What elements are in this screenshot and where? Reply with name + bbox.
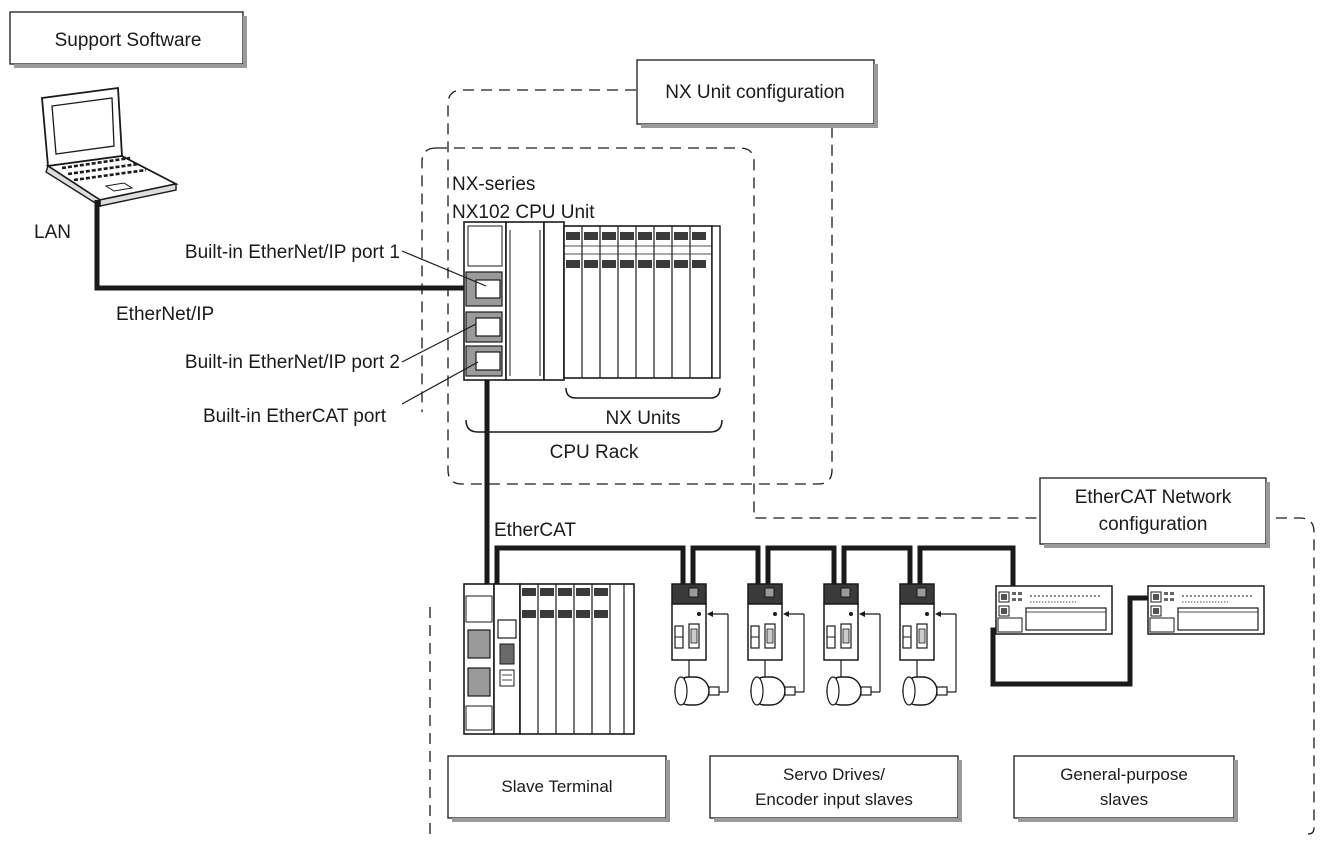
ethernet-ip-cable [94,200,487,291]
support-software-callout: Support Software [9,11,247,68]
nx-unit-configuration-label: NX Unit configuration [665,82,845,103]
ethercat-network-label-line2: configuration [1099,514,1208,535]
slave-terminal-box: Slave Terminal [447,755,670,822]
general-purpose-slave-2 [1147,585,1265,635]
general-purpose-label-line2: slaves [1100,790,1148,809]
port1-label: Built-in EtherNet/IP port 1 [185,242,400,263]
cpu-series-label: NX-series [452,174,535,195]
port2-label: Built-in EtherNet/IP port 2 [185,352,400,373]
servo-drive-1 [671,583,729,706]
support-software-label: Support Software [55,30,202,51]
laptop-icon [41,86,179,208]
general-purpose-slaves-box: General-purpose slaves [1013,755,1238,822]
port-leader-lines [401,250,487,405]
servo-drives-label-line2: Encoder input slaves [755,790,913,809]
servo-drive-4 [899,583,957,706]
ethercat-network-label-line1: EtherCAT Network [1075,487,1232,508]
general-purpose-label-line1: General-purpose [1060,765,1188,784]
nx102-cpu-unit [463,221,545,381]
nx-unit-configuration-callout: NX Unit configuration [636,59,878,128]
servo-drive-2 [747,583,805,706]
ethernet-ip-port-1 [465,271,503,307]
nx-units-on-cpu-rack [543,221,721,381]
ethernet-ip-port-2 [465,311,503,343]
general-purpose-slave-1 [995,585,1113,635]
nx-units-label: NX Units [606,408,681,429]
cpu-rack-bracket [465,419,723,433]
servo-drive-3 [823,583,881,706]
ethercat-cable [484,370,1162,687]
slave-terminal-label: Slave Terminal [501,777,612,796]
lan-label: LAN [34,222,71,243]
nx-unit-configuration-outline [447,89,833,485]
servo-drives-box: Servo Drives/ Encoder input slaves [709,755,962,822]
servo-drives-label-line1: Servo Drives/ [783,765,885,784]
ethercat-label: EtherCAT [494,520,576,541]
ethernet-ip-label: EtherNet/IP [116,304,214,325]
ethercat-network-configuration-callout: EtherCAT Network configuration [1039,477,1270,548]
nx-units-bracket [565,387,721,399]
cpu-rack-label: CPU Rack [550,442,639,463]
ethercat-port [465,345,503,377]
ethercat-port-label: Built-in EtherCAT port [203,406,387,427]
cpu-unit-label: NX102 CPU Unit [452,202,595,223]
slave-terminal-device [463,583,635,735]
cpu-rack-outline [421,147,1315,835]
